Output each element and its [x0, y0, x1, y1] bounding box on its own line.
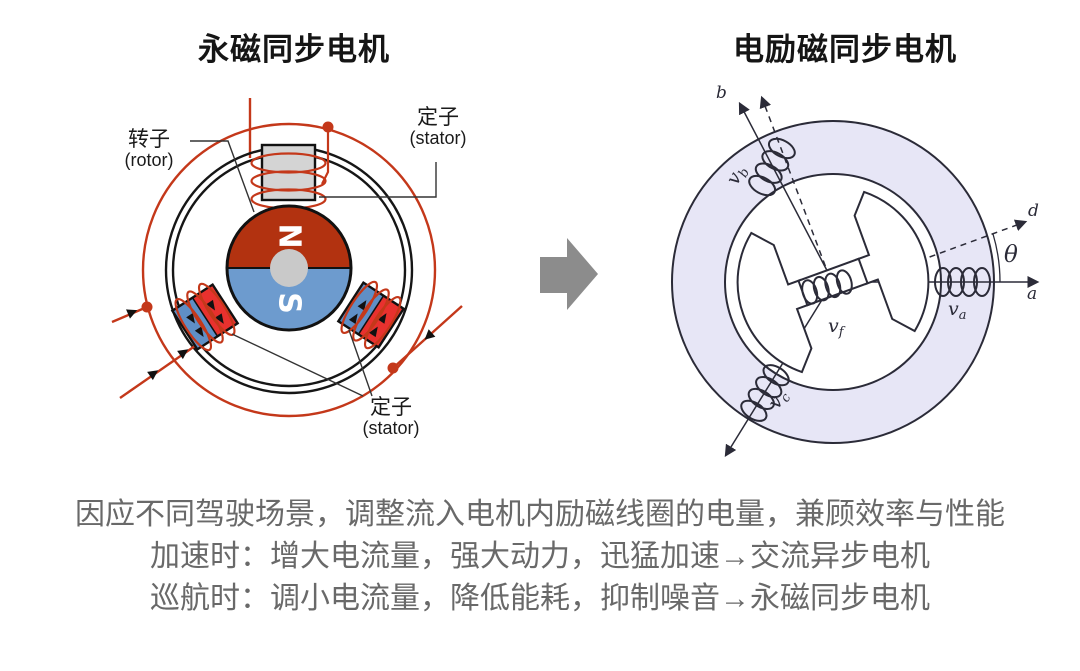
phase-b-coil — [748, 137, 796, 197]
left-diagram-title: 永磁同步电机 — [198, 32, 390, 67]
rotor-shaft — [270, 249, 308, 287]
vf-label: vf — [828, 315, 846, 340]
rotor-callout: 转子 (rotor) — [104, 128, 194, 171]
current-arrow-icon — [424, 329, 436, 340]
stator-top-callout-line — [319, 162, 437, 198]
q-axis-dashed — [759, 95, 838, 298]
caption-line-2: 加速时：增大电流量，强大动力，迅猛加速→交流异步电机 — [150, 540, 930, 573]
b-axis — [738, 101, 834, 283]
flux-arrow-icon — [368, 326, 378, 338]
stator-top-label-zh: 定子 — [417, 106, 459, 129]
flux-arrow-icon — [186, 312, 195, 324]
flux-arrow-icon — [377, 313, 387, 324]
pmsm-diagram: N S — [111, 98, 463, 418]
rotor-label-zh: 转子 — [128, 128, 170, 151]
a-axis-label: a — [1027, 284, 1037, 304]
d-axis-label: d — [1028, 201, 1039, 221]
flux-arrow-icon — [206, 299, 216, 311]
stator-bottom-callout-line — [231, 333, 364, 397]
stator-top-callout: 定子 (stator) — [394, 106, 482, 149]
south-pole-half — [227, 268, 351, 330]
theta-angle-arc — [992, 233, 1001, 283]
wire-junction-dot — [322, 121, 334, 133]
d-axis-dashed — [784, 219, 1028, 311]
stator-winding-ring — [141, 122, 437, 418]
caption-line-3: 巡航时：调小电流量，降低能耗，抑制噪音→永磁同步电机 — [150, 582, 930, 615]
stator-coil-loop — [174, 297, 213, 352]
rotor-callout-line — [190, 140, 255, 213]
rotor-pole-left — [736, 231, 813, 374]
rotor-pole-right — [853, 190, 930, 333]
field-winding-coil — [801, 269, 853, 305]
stator-pole-lower-right — [336, 280, 406, 350]
stator-top-label-en: (stator) — [409, 128, 467, 149]
right-diagram-title: 电励磁同步电机 — [733, 32, 957, 67]
caption-block: 因应不同驾驶场景，调整流入电机内励磁线圈的电量，兼顾效率与性能 加速时：增大电流… — [0, 494, 1080, 620]
current-arrow-icon — [177, 349, 189, 360]
salient-rotor — [736, 190, 930, 374]
stator-bottom-label-en: (stator) — [362, 418, 420, 439]
stator-bottom-callout-line — [348, 329, 373, 397]
current-arrow-icon — [126, 309, 138, 319]
flux-arrow-icon — [214, 313, 224, 324]
rotor-magnet: N S — [225, 204, 353, 332]
stator-bottom-label-zh: 定子 — [370, 396, 412, 419]
stator-coil-loop — [340, 280, 379, 335]
flux-arrow-icon — [357, 300, 367, 311]
rotor-label-en: (rotor) — [124, 150, 174, 171]
va-label: va — [948, 298, 967, 323]
phase-c-coil — [740, 364, 790, 422]
flux-arrow-icon — [348, 313, 358, 325]
flux-arrow-icon — [194, 326, 204, 337]
eesm-diagram: b d a θ va vb vc vf — [540, 83, 1040, 458]
stator-coil-loop — [186, 290, 224, 344]
b-axis-label: b — [716, 83, 727, 103]
north-pole-half — [227, 206, 351, 268]
stator-pole-top — [250, 143, 327, 210]
stator-coil-loop — [363, 295, 402, 350]
stator-coil-loop — [352, 288, 390, 342]
south-pole-letter: S — [272, 292, 307, 314]
theta-label: θ — [1004, 242, 1018, 268]
phase-a-coil — [934, 267, 991, 297]
north-pole-letter: N — [272, 223, 307, 248]
stator-bottom-callout: 定子 (stator) — [346, 396, 436, 439]
coil-connector-wire — [321, 127, 330, 185]
stator-pole-lower-left — [170, 282, 240, 352]
wire-junction-dot — [387, 362, 399, 374]
wire-junction-dot — [141, 301, 153, 313]
caption-line-1: 因应不同驾驶场景，调整流入电机内励磁线圈的电量，兼顾效率与性能 — [75, 498, 1005, 531]
current-arrow-icon — [147, 370, 159, 381]
right-arrow-icon — [540, 238, 598, 310]
